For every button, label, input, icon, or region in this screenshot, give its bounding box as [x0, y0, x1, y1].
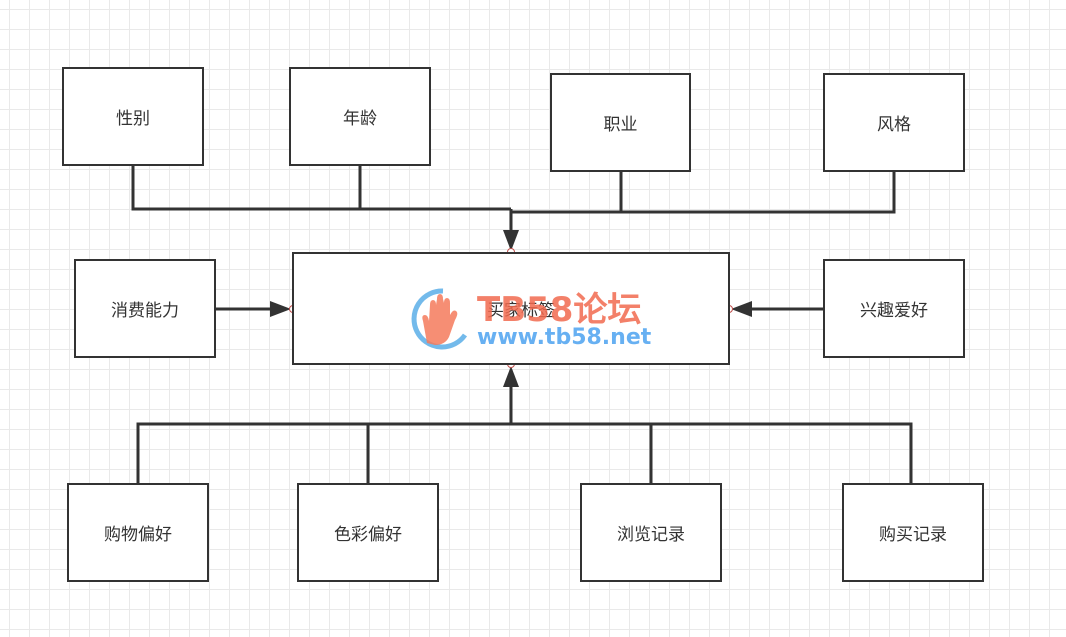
hand-logo-icon — [411, 288, 468, 350]
node-label: 风格 — [877, 115, 911, 135]
node-label: 购买记录 — [879, 525, 947, 545]
arrowhead-top — [503, 230, 519, 251]
node-interests[interactable]: 兴趣爱好 — [823, 259, 965, 358]
watermark-url: www.tb58.net — [477, 325, 652, 350]
connector-style — [621, 172, 896, 214]
node-label: 年龄 — [343, 109, 377, 129]
node-gender[interactable]: 性别 — [62, 67, 204, 166]
connector-bottom-bus — [136, 422, 913, 483]
node-browsing-history[interactable]: 浏览记录 — [580, 483, 722, 582]
node-label: 职业 — [603, 115, 638, 135]
node-buyer-tags[interactable]: 买家标签 — [292, 252, 730, 365]
node-occupation[interactable]: 职业 — [550, 73, 691, 172]
node-age[interactable]: 年龄 — [289, 67, 431, 166]
node-purchase-history[interactable]: 购买记录 — [842, 483, 984, 582]
arrowhead-left — [270, 301, 291, 317]
connector-job — [511, 172, 623, 214]
node-label: 兴趣爱好 — [860, 301, 928, 321]
node-shopping-preference[interactable]: 购物偏好 — [67, 483, 209, 582]
node-label: 买家标签 — [487, 301, 555, 321]
watermark: TB58论坛 www.tb58.net — [405, 281, 665, 361]
node-label: 消费能力 — [111, 301, 179, 321]
node-label: 色彩偏好 — [334, 525, 402, 545]
node-color-preference[interactable]: 色彩偏好 — [297, 483, 439, 582]
watermark-title: TB58论坛 — [477, 290, 642, 330]
node-label: 性别 — [116, 109, 150, 129]
node-spending-power[interactable]: 消费能力 — [74, 259, 216, 358]
node-label: 购物偏好 — [104, 525, 172, 545]
arrowhead-right — [731, 301, 752, 317]
connector-gender — [131, 166, 511, 211]
node-label: 浏览记录 — [617, 525, 685, 545]
node-style[interactable]: 风格 — [823, 73, 965, 172]
arrowhead-bottom — [503, 366, 519, 387]
